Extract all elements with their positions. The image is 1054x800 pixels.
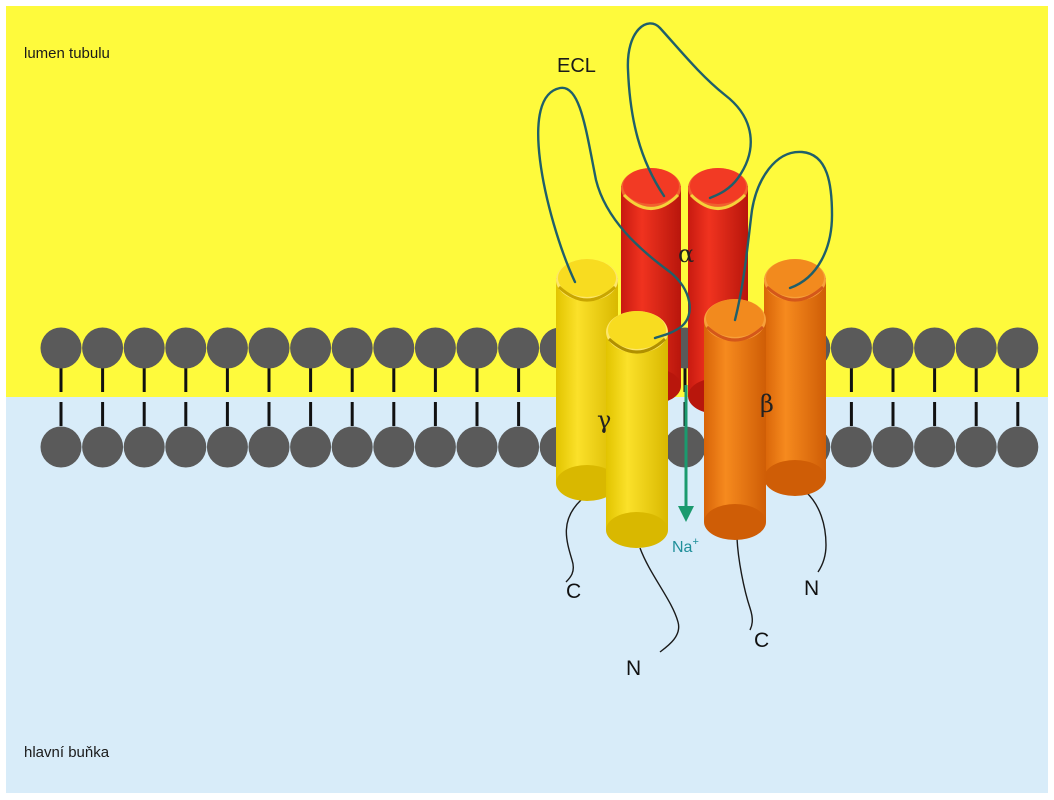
gamma-c-tail [565, 499, 582, 583]
lumen-label: lumen tubulu [24, 45, 110, 62]
gamma-n-terminus-label: N [626, 657, 641, 680]
ecl-label: ECL [557, 55, 596, 77]
cell-label: hlavní buňka [24, 744, 110, 761]
gamma-ecl-loop [537, 86, 691, 340]
lipid-molecule [165, 327, 207, 468]
lipid-molecule [290, 327, 332, 468]
extracellular-loops [537, 22, 834, 340]
gamma-helix-front [606, 311, 668, 548]
beta-c-tail [736, 537, 753, 631]
beta-n-terminus-label: N [804, 577, 819, 600]
alpha-label: α [678, 240, 694, 268]
lipid-molecule [997, 327, 1039, 468]
sodium-charge: + [692, 536, 698, 548]
lipid-molecule [40, 327, 82, 468]
lipid-molecule [456, 327, 498, 468]
lipid-molecule [955, 327, 997, 468]
beta-helix-front [704, 299, 766, 540]
lipid-molecule [498, 327, 540, 468]
lipid-molecule [914, 327, 956, 468]
sodium-symbol: Na [672, 539, 693, 556]
beta-n-tail [805, 491, 827, 573]
sodium-flux-arrow [678, 385, 694, 522]
lipid-molecule [414, 327, 456, 468]
gamma-n-tail [639, 547, 680, 653]
beta-label: β [760, 390, 774, 418]
lipid-molecule [830, 327, 872, 468]
lipid-molecule [373, 327, 415, 468]
gamma-c-terminus-label: C [566, 580, 581, 603]
beta-ecl-loop [733, 150, 834, 322]
lipid-molecule [82, 327, 124, 468]
lipid-molecule [872, 327, 914, 468]
lipid-molecule [331, 327, 373, 468]
beta-c-terminus-label: C [754, 629, 769, 652]
lipid-molecule [123, 327, 165, 468]
gamma-label: γ [597, 406, 611, 434]
alpha-ecl-loop [626, 22, 752, 200]
sodium-ion-label: Na+ [672, 536, 699, 556]
beta-helix-back [764, 259, 826, 496]
lipid-molecule [248, 327, 290, 468]
terminal-tails [565, 491, 827, 653]
lipid-molecule [206, 327, 248, 468]
